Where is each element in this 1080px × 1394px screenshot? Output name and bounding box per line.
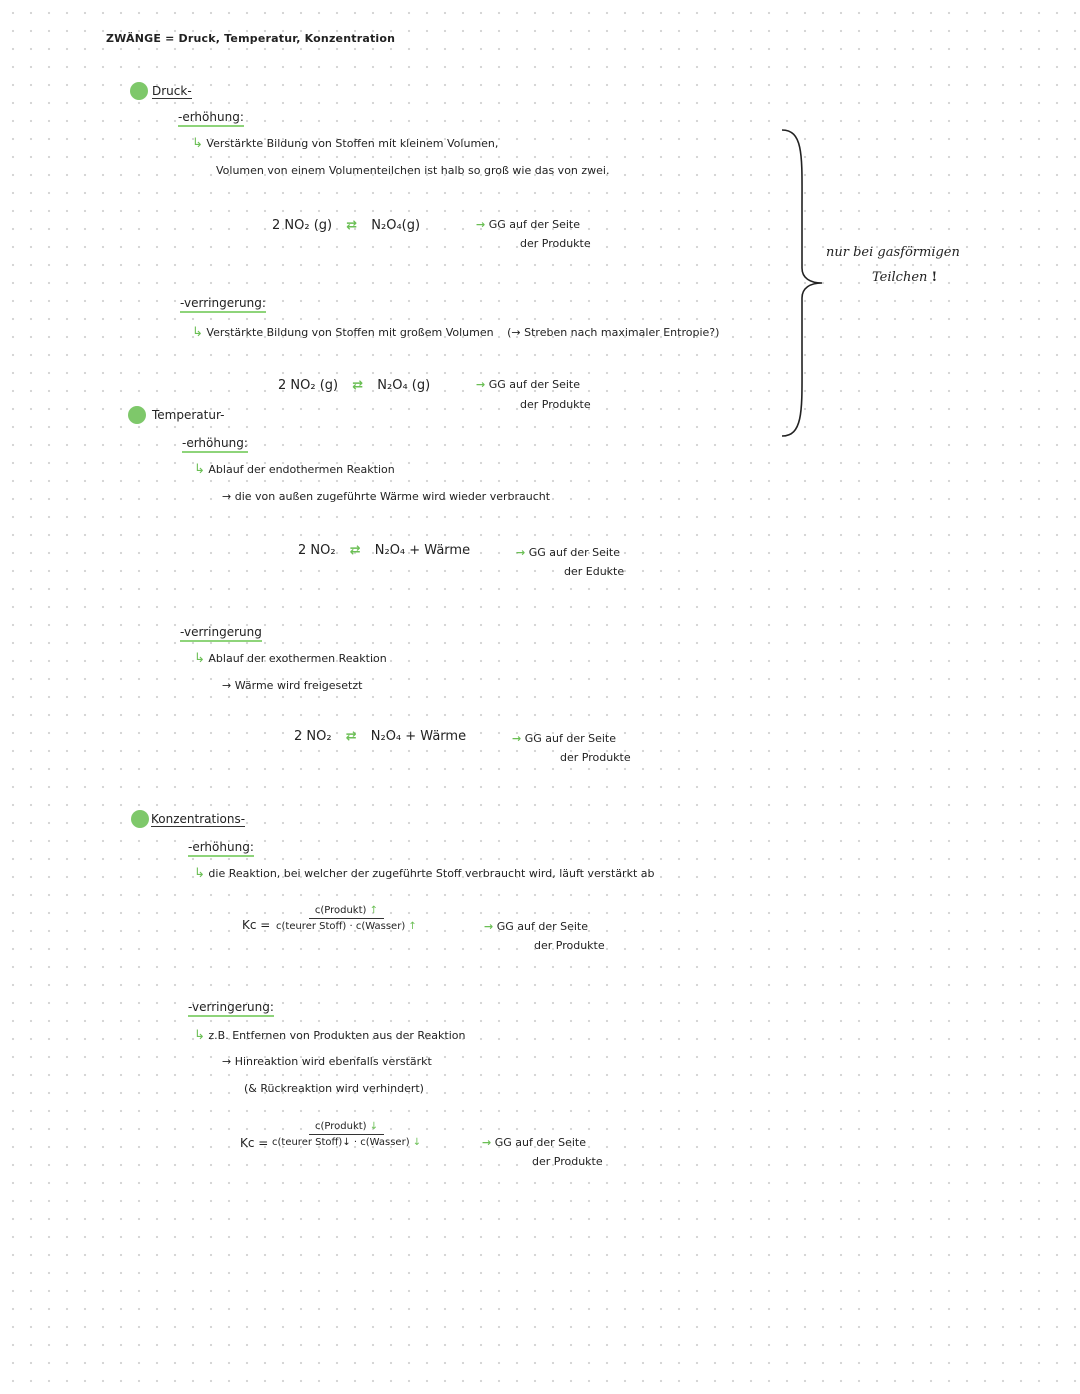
temperatur-verringerung-equation: 2 NO₂ ⇄ N₂O₄ + Wärme <box>294 729 467 744</box>
druck-verringerung-text1: ↳ Verstärkte Bildung von Stoffen mit gro… <box>192 325 720 340</box>
druck-erhoehung-label: -erhöhung: <box>178 110 244 127</box>
section-bullet-druck <box>130 82 148 100</box>
konzentration-erhoehung-label: -erhöhung: <box>188 840 254 857</box>
temperatur-erhoehung-text2: → die von außen zugeführte Wärme wird wi… <box>222 490 551 503</box>
druck-erhoehung-text1: ↳ Verstärkte Bildung von Stoffen mit kle… <box>192 136 499 151</box>
section-bullet-konzentration <box>131 810 149 828</box>
temperatur-erhoehung-result: → GG auf der Seite <box>516 546 621 559</box>
temperatur-verringerung-text1: ↳ Ablauf der exothermen Reaktion <box>194 651 387 666</box>
section-title-temperatur: Temperatur- <box>152 408 225 422</box>
druck-verringerung-result: → GG auf der Seite <box>476 378 581 391</box>
druck-erhoehung-result2: der Produkte <box>520 237 591 250</box>
druck-erhoehung-result: → GG auf der Seite <box>476 218 581 231</box>
temperatur-erhoehung-text1: ↳ Ablauf der endothermen Reaktion <box>194 462 395 477</box>
temperatur-erhoehung-label: -erhöhung: <box>182 436 248 453</box>
section-title-konzentration: Konzentrations- <box>151 812 246 827</box>
druck-verringerung-equation: 2 NO₂ (g) ⇄ N₂O₄ (g) <box>278 378 431 393</box>
konzentration-erhoehung-fraction: c(Produkt) ↑ c(teurer Stoff) · c(Wasser)… <box>276 905 417 932</box>
druck-erhoehung-equation: 2 NO₂ (g) ⇄ N₂O₄(g) <box>272 218 421 233</box>
konzentration-erhoehung-kc-label: Kc = <box>242 918 271 932</box>
konzentration-erhoehung-result: → GG auf der Seite <box>484 920 589 933</box>
temperatur-verringerung-result2: der Produkte <box>560 751 631 764</box>
temperatur-verringerung-text2: → Wärme wird freigesetzt <box>222 679 363 692</box>
konzentration-verringerung-result: → GG auf der Seite <box>482 1136 587 1149</box>
druck-verringerung-label: -verringerung: <box>180 296 266 313</box>
curly-brace-icon <box>781 129 823 437</box>
page-title: ZWÄNGE = Druck, Temperatur, Konzentratio… <box>106 32 396 45</box>
side-note-line1: nur bei gasförmigen <box>826 245 960 260</box>
konzentration-verringerung-text2: → Hinreaktion wird ebenfalls verstärkt <box>222 1055 432 1068</box>
druck-erhoehung-text2: Volumen von einem Volumenteilchen ist ha… <box>216 164 610 177</box>
konzentration-verringerung-text1: ↳ z.B. Entfernen von Produkten aus der R… <box>194 1028 466 1043</box>
konzentration-verringerung-result2: der Produkte <box>532 1155 603 1168</box>
section-bullet-temperatur <box>128 406 146 424</box>
konzentration-erhoehung-text1: ↳ die Reaktion, bei welcher der zugeführ… <box>194 866 655 881</box>
konzentration-verringerung-label: -verringerung: <box>188 1000 274 1017</box>
temperatur-erhoehung-equation: 2 NO₂ ⇄ N₂O₄ + Wärme <box>298 543 471 558</box>
druck-verringerung-result2: der Produkte <box>520 398 591 411</box>
konzentration-verringerung-text3: (& Rückreaktion wird verhindert) <box>244 1082 424 1095</box>
konzentration-erhoehung-result2: der Produkte <box>534 939 605 952</box>
side-note-line2: Teilchen ! <box>872 270 938 285</box>
konzentration-verringerung-fraction: c(Produkt) ↓ c(teurer Stoff)↓ · c(Wasser… <box>272 1121 422 1148</box>
temperatur-verringerung-label: -verringerung <box>180 625 262 642</box>
temperatur-verringerung-result: → GG auf der Seite <box>512 732 617 745</box>
section-title-druck: Druck- <box>152 84 192 99</box>
konzentration-verringerung-kc-label: Kc = <box>240 1136 269 1150</box>
temperatur-erhoehung-result2: der Edukte <box>564 565 625 578</box>
